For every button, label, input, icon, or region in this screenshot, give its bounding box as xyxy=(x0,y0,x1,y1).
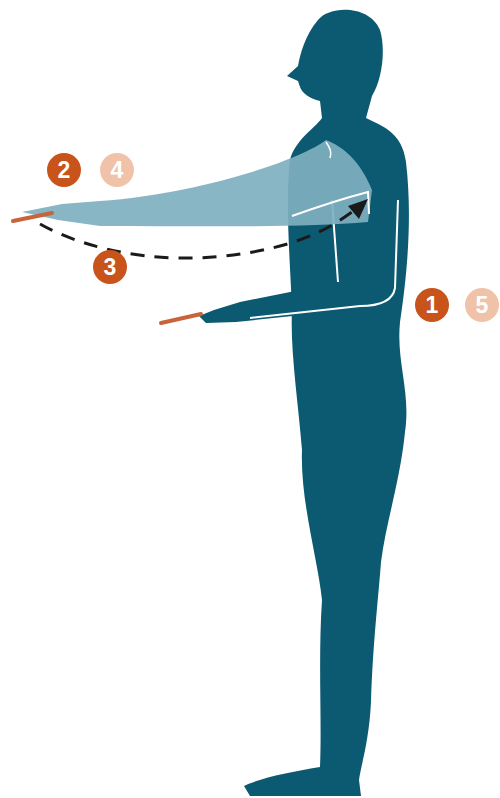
arm-outline xyxy=(326,142,331,158)
callout-number-text: 5 xyxy=(465,288,499,322)
callout-circle-shape xyxy=(465,288,499,322)
callout-number: 3 xyxy=(93,250,127,284)
fingertip-mark xyxy=(13,213,52,221)
arm-raised xyxy=(22,140,372,226)
callout-number: 2 xyxy=(47,153,81,187)
callout-circle-shape xyxy=(415,288,449,322)
fingertip-mark xyxy=(161,314,201,323)
callout-number: 4 xyxy=(100,153,134,187)
body-silhouette xyxy=(244,10,409,796)
arrow-head xyxy=(348,199,368,219)
movement-path xyxy=(40,212,352,258)
callout-number: 1 xyxy=(415,288,449,322)
callout-number-text: 4 xyxy=(100,153,134,187)
callout-circle-shape xyxy=(100,153,134,187)
callout-circle-shape xyxy=(47,153,81,187)
callout-number: 5 xyxy=(465,288,499,322)
callout-number-text: 1 xyxy=(415,288,449,322)
callout-circle-shape xyxy=(93,250,127,284)
callout-number-text: 3 xyxy=(93,250,127,284)
callout-number-text: 2 xyxy=(47,153,81,187)
